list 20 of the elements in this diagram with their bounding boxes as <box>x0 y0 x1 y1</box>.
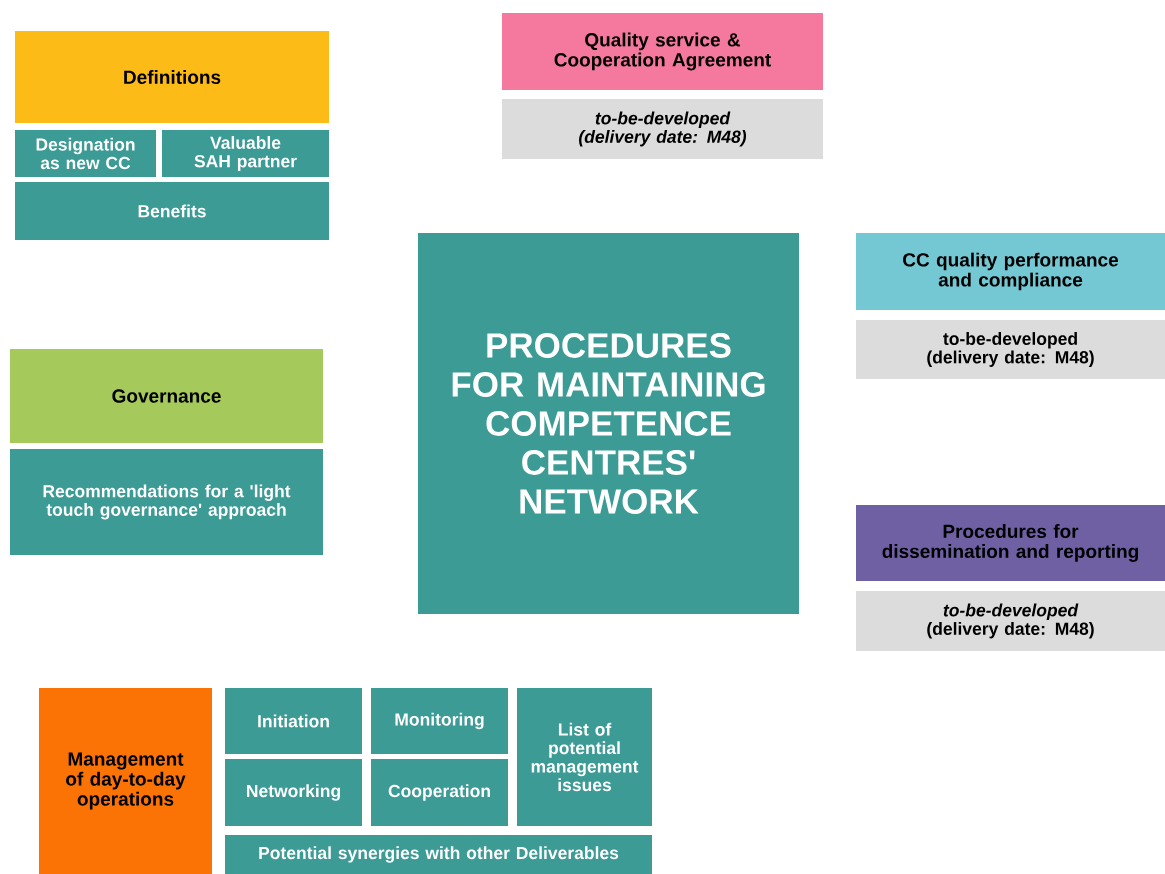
item-box: Designation as new CC <box>15 130 156 177</box>
status-box: to-be-developed (delivery date: M48) <box>502 99 823 159</box>
item-box: Cooperation <box>371 759 508 826</box>
heading-box: Definitions <box>15 31 329 123</box>
item-box: Potential synergies with other Deliverables <box>225 835 652 874</box>
heading-box: Management of day-to-day operations <box>39 688 212 874</box>
heading-box: Procedures for dissemination and reporting <box>856 505 1165 581</box>
status-box: to-be-developed (delivery date: M48) <box>856 591 1165 651</box>
heading-box: Quality service & Cooperation Agreement <box>502 13 823 90</box>
item-box: List of potential management issues <box>517 688 652 826</box>
heading-box: Governance <box>10 349 323 443</box>
item-box: Networking <box>225 759 362 826</box>
heading-box: CC quality performance and compliance <box>856 233 1165 310</box>
item-box: Monitoring <box>371 688 508 754</box>
item-box: Benefits <box>15 182 329 240</box>
status-box: to-be-developed (delivery date: M48) <box>856 320 1165 379</box>
central-box: PROCEDURES FOR MAINTAINING COMPETENCE CENTRES' NETWORK <box>418 233 799 614</box>
item-box: Valuable SAH partner <box>162 130 329 177</box>
item-box: Initiation <box>225 688 362 754</box>
item-box: Recommendations for a 'light touch governance' approach <box>10 449 323 555</box>
